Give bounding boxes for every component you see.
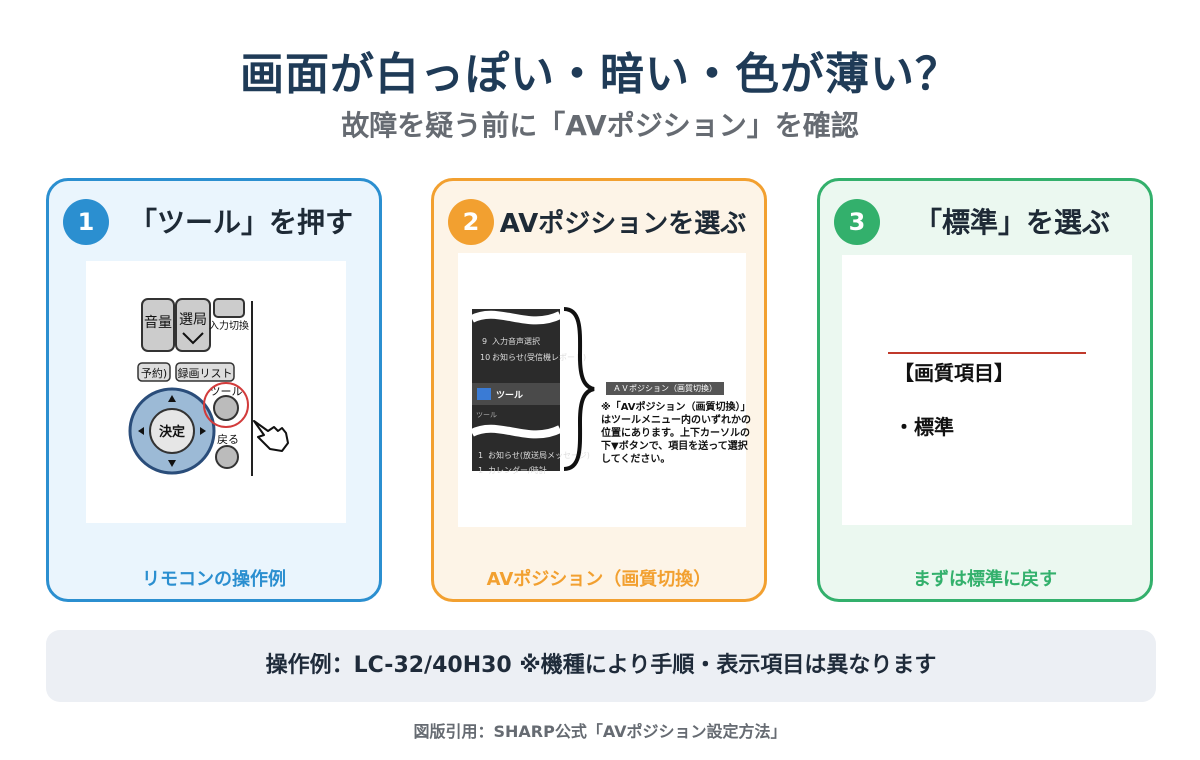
step-card-2: 2 AVポジションを選ぶ 9 入力音声選択 10 お知らせ(受信機レポート) ツ… xyxy=(431,178,767,602)
step-number-badge: 2 xyxy=(448,199,494,245)
av-position-note: ※「AVポジション（画質切換）」はツールメニュー内のいずれかの位置にあります。上… xyxy=(601,402,751,465)
step-card-1: 1 「ツール」を押す 音量 選局 入力切換 予約) 録画リスト 決定 xyxy=(46,178,382,602)
picture-quality-illustration: 【画質項目】 ・標準 xyxy=(842,255,1132,525)
menu-item: お知らせ(受信機レポート) xyxy=(492,352,586,362)
recording-list-label: 録画リスト xyxy=(178,366,233,380)
tool-menu-icon xyxy=(477,388,491,400)
back-label: 戻る xyxy=(217,433,239,446)
step-title: AVポジションを選ぶ xyxy=(499,209,747,239)
image-credit: 図版引用：SHARP公式「AVポジション設定方法」 xyxy=(413,722,787,741)
menu-number: 9 xyxy=(482,337,487,346)
remote-control-illustration: 音量 選局 入力切換 予約) 録画リスト 決定 ツール xyxy=(86,261,346,523)
reserve-label: 予約) xyxy=(141,366,167,380)
step-card-3: 3 「標準」を選ぶ 【画質項目】 ・標準 まずは標準に戻す xyxy=(817,178,1153,602)
menu-item: お知らせ(放送局メッセージ) xyxy=(488,450,590,460)
remote-control-image: 音量 選局 入力切換 予約) 録画リスト 決定 ツール xyxy=(128,298,289,476)
menu-item: 入力音声選択 xyxy=(492,336,540,346)
menu-item: カレンダー/時計 xyxy=(488,465,547,475)
step-caption: まずは標準に戻す xyxy=(913,569,1057,590)
operation-example-note: 操作例：LC-32/40H30 ※機種により手順・表示項目は異なります xyxy=(46,630,1156,702)
menu-number: 1 xyxy=(478,451,483,460)
tool-label: ツール xyxy=(210,385,243,398)
input-label: 入力切換 xyxy=(209,319,249,332)
picture-quality-heading: 【画質項目】 xyxy=(894,361,1014,385)
step-title: 「標準」を選ぶ xyxy=(913,206,1110,239)
page-title: 画面が白っぽい・暗い・色が薄い？ xyxy=(240,49,960,100)
av-position-menu-header: ＡＶポジション（画質切換） xyxy=(606,382,724,395)
tool-menu-image: 9 入力音声選択 10 お知らせ(受信機レポート) ツール ツール 1 お知らせ… xyxy=(470,307,595,475)
channel-label: 選局 xyxy=(179,312,207,328)
menu-item-tool: ツール xyxy=(496,390,523,401)
divider-line xyxy=(888,352,1086,354)
picture-quality-standard: ・標準 xyxy=(894,415,954,439)
menu-number: 1 xyxy=(478,466,483,475)
chevron-down-icon xyxy=(182,332,204,345)
menu-subheading: ツール xyxy=(476,411,497,419)
curly-brace xyxy=(563,307,595,471)
volume-label: 音量 xyxy=(144,314,172,331)
step-number-badge: 3 xyxy=(834,199,880,245)
step-caption: AVポジション（画質切換） xyxy=(486,569,712,590)
step-number-badge: 1 xyxy=(63,199,109,245)
page-subtitle: 故障を疑う前に「AVポジション」を確認 xyxy=(341,109,859,142)
step-title: 「ツール」を押す xyxy=(128,206,353,239)
enter-label: 決定 xyxy=(159,424,185,440)
tool-menu-illustration: 9 入力音声選択 10 お知らせ(受信機レポート) ツール ツール 1 お知らせ… xyxy=(458,253,751,527)
pointing-hand-icon xyxy=(253,420,289,452)
step-caption: リモコンの操作例 xyxy=(142,569,286,590)
menu-number: 10 xyxy=(480,353,490,362)
